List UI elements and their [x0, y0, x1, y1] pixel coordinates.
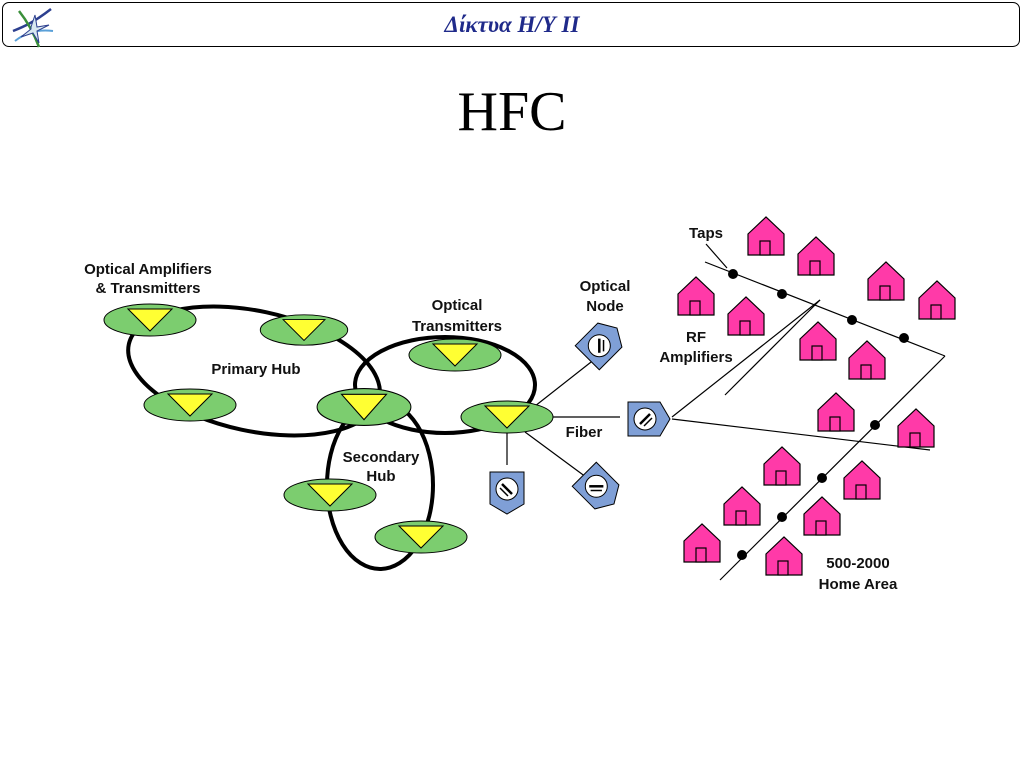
house-icon — [727, 296, 765, 336]
house-icon — [797, 236, 835, 276]
house-icon — [723, 486, 761, 526]
optical-node-icon — [488, 470, 526, 516]
taps-pointer — [705, 243, 728, 269]
header-title: Δίκτυα Η/Υ ΙΙ — [444, 12, 580, 37]
optical-hub-icon — [283, 478, 377, 512]
label-optical-transmitters-2: Transmitters — [412, 318, 502, 335]
label-fiber: Fiber — [566, 424, 603, 441]
label-optical-node-2: Node — [586, 298, 624, 315]
house-icon — [843, 460, 881, 500]
label-optical-node-1: Optical — [580, 278, 631, 295]
tap-dot-icon — [777, 289, 787, 299]
network-links — [506, 261, 946, 581]
tap-dot-icon — [870, 420, 880, 430]
house-icon — [848, 340, 886, 380]
label-rf-amplifiers-2: Amplifiers — [659, 349, 732, 366]
house-icon — [803, 496, 841, 536]
label-rf-amplifiers-1: RF — [686, 329, 706, 346]
house-icon — [817, 392, 855, 432]
house-icon — [918, 280, 956, 320]
header-bar: Δίκτυα Η/Υ ΙΙ — [2, 2, 1020, 48]
label-optical-amplifiers: Optical Amplifiers — [84, 261, 212, 278]
house-icon — [867, 261, 905, 301]
tap-dot-icon — [817, 473, 827, 483]
label-home-area-1: 500-2000 — [826, 555, 889, 572]
optical-hub-icon — [143, 388, 237, 422]
optical-node-icon — [571, 461, 628, 518]
label-secondary-hub-2: Hub — [366, 468, 395, 485]
optical-hub-icon — [103, 303, 197, 337]
label-secondary-hub-1: Secondary — [343, 449, 420, 466]
house-icon — [747, 216, 785, 256]
tap-dot-icon — [737, 550, 747, 560]
transmitter-ring — [353, 335, 537, 435]
label-home-area-2: Home Area — [819, 576, 898, 593]
house-icon — [677, 276, 715, 316]
optical-hub-icon — [374, 520, 468, 554]
label-optical-transmitters-1: Optical — [432, 297, 483, 314]
tap-dot-icon — [847, 315, 857, 325]
optical-hub-icon — [316, 388, 412, 426]
tap-dot-icon — [777, 512, 787, 522]
house-icon — [897, 408, 935, 448]
tap-dots — [728, 269, 909, 560]
optical-node-icon — [626, 400, 672, 438]
tap-dot-icon — [728, 269, 738, 279]
label-transmitters: & Transmitters — [95, 280, 200, 297]
house-icon — [799, 321, 837, 361]
house-icon — [683, 523, 721, 563]
house-icon — [765, 536, 803, 576]
optical-node-icon — [574, 314, 631, 371]
house-icon — [763, 446, 801, 486]
tap-dot-icon — [899, 333, 909, 343]
slide-title: HFC — [457, 81, 567, 143]
optical-hub-icon — [259, 314, 349, 346]
optical-hub-icon — [460, 400, 554, 434]
label-taps: Taps — [689, 225, 723, 242]
star-swirl-logo-icon — [12, 8, 54, 48]
optical-hub-icon — [408, 338, 502, 372]
label-primary-hub: Primary Hub — [211, 361, 300, 378]
